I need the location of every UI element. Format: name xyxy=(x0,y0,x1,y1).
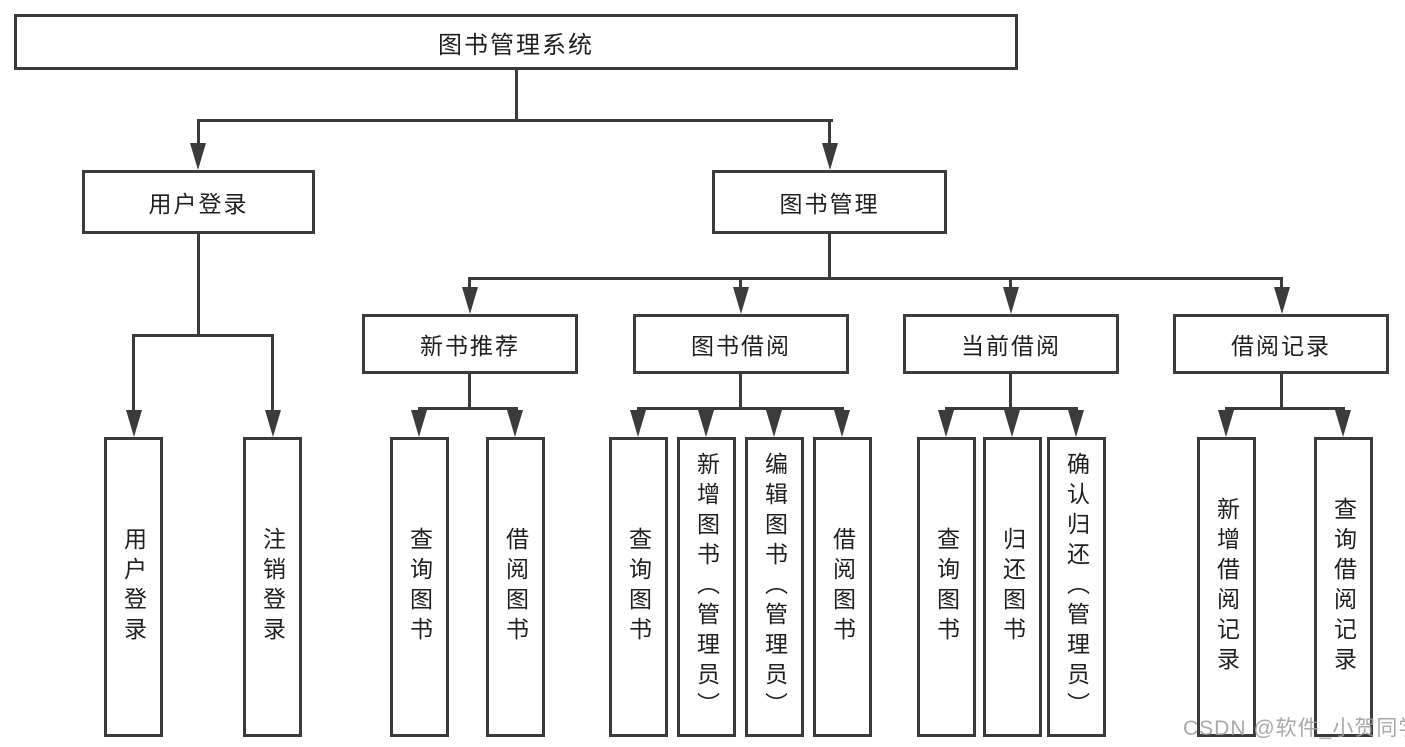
connector-line xyxy=(132,334,274,337)
node-library-management-system: 图书管理系统 xyxy=(14,14,1018,70)
watermark: CSDN @软件_小贺同学 xyxy=(1183,717,1405,740)
arrow-down-icon xyxy=(265,410,281,437)
leaf-label: 确认归还（管理员） xyxy=(1063,452,1090,722)
arrow-down-icon xyxy=(1003,287,1019,314)
leaf-confirm-return-admin: 确认归还（管理员） xyxy=(1047,437,1106,737)
leaf-add-books-admin: 新增图书（管理员） xyxy=(677,437,736,737)
arrow-down-icon xyxy=(507,410,523,437)
leaf-label: 归还图书 xyxy=(999,527,1026,647)
leaf-borrow-books: 借阅图书 xyxy=(813,437,872,737)
connector-line xyxy=(132,334,135,414)
leaf-return-books: 归还图书 xyxy=(983,437,1042,737)
connector-line xyxy=(1009,277,1012,291)
leaf-query-borrow-record: 查询借阅记录 xyxy=(1314,437,1373,737)
node-borrowing-records: 借阅记录 xyxy=(1173,314,1389,374)
leaf-query-books: 查询图书 xyxy=(917,437,976,737)
arrow-down-icon xyxy=(766,410,782,437)
node-book-borrowing: 图书借阅 xyxy=(633,314,849,374)
arrow-down-icon xyxy=(1274,287,1290,314)
leaf-logout: 注销登录 xyxy=(243,437,302,737)
connector-line xyxy=(468,372,471,410)
connector-line xyxy=(418,407,518,410)
connector-line xyxy=(739,277,742,291)
leaf-label: 新增图书（管理员） xyxy=(693,452,720,722)
connector-line xyxy=(828,233,831,280)
connector-line xyxy=(197,119,200,146)
arrow-down-icon xyxy=(462,287,478,314)
leaf-label: 查询借阅记录 xyxy=(1330,497,1357,677)
node-current-borrowing: 当前借阅 xyxy=(903,314,1119,374)
arrow-down-icon xyxy=(190,143,206,170)
arrow-down-icon xyxy=(1068,410,1084,437)
connector-line xyxy=(468,277,471,291)
connector-line xyxy=(1009,372,1012,410)
connector-line xyxy=(637,407,844,410)
arrow-down-icon xyxy=(938,410,954,437)
leaf-query-books: 查询图书 xyxy=(390,437,449,737)
arrow-down-icon xyxy=(822,143,838,170)
leaf-label: 用户登录 xyxy=(120,527,147,647)
leaf-query-books: 查询图书 xyxy=(609,437,668,737)
connector-line xyxy=(828,119,831,146)
connector-line xyxy=(197,233,200,337)
arrow-down-icon xyxy=(1004,410,1020,437)
leaf-user-login: 用户登录 xyxy=(104,437,163,737)
node-user-login: 用户登录 xyxy=(82,170,315,234)
leaf-borrow-books: 借阅图书 xyxy=(486,437,545,737)
leaf-label: 新增借阅记录 xyxy=(1213,497,1240,677)
connector-line xyxy=(515,68,518,121)
connector-line xyxy=(739,372,742,410)
arrow-down-icon xyxy=(1218,410,1234,437)
leaf-label: 编辑图书（管理员） xyxy=(761,452,788,722)
node-book-management: 图书管理 xyxy=(712,170,947,234)
arrow-down-icon xyxy=(411,410,427,437)
leaf-label: 查询图书 xyxy=(933,527,960,647)
leaf-label: 查询图书 xyxy=(406,527,433,647)
connector-line xyxy=(197,119,833,122)
connector-line xyxy=(468,277,1283,280)
connector-line xyxy=(1225,407,1345,410)
node-new-book-recommendation: 新书推荐 xyxy=(362,314,578,374)
arrow-down-icon xyxy=(126,410,142,437)
connector-line xyxy=(1280,277,1283,291)
arrow-down-icon xyxy=(834,410,850,437)
arrow-down-icon xyxy=(1335,410,1351,437)
arrow-down-icon xyxy=(630,410,646,437)
leaf-label: 借阅图书 xyxy=(502,527,529,647)
leaf-label: 查询图书 xyxy=(625,527,652,647)
leaf-label: 借阅图书 xyxy=(829,527,856,647)
connector-line xyxy=(1280,372,1283,410)
arrow-down-icon xyxy=(698,410,714,437)
connector-line xyxy=(271,334,274,414)
leaf-add-borrow-record: 新增借阅记录 xyxy=(1197,437,1256,737)
arrow-down-icon xyxy=(733,287,749,314)
leaf-label: 注销登录 xyxy=(259,527,286,647)
leaf-edit-books-admin: 编辑图书（管理员） xyxy=(745,437,804,737)
